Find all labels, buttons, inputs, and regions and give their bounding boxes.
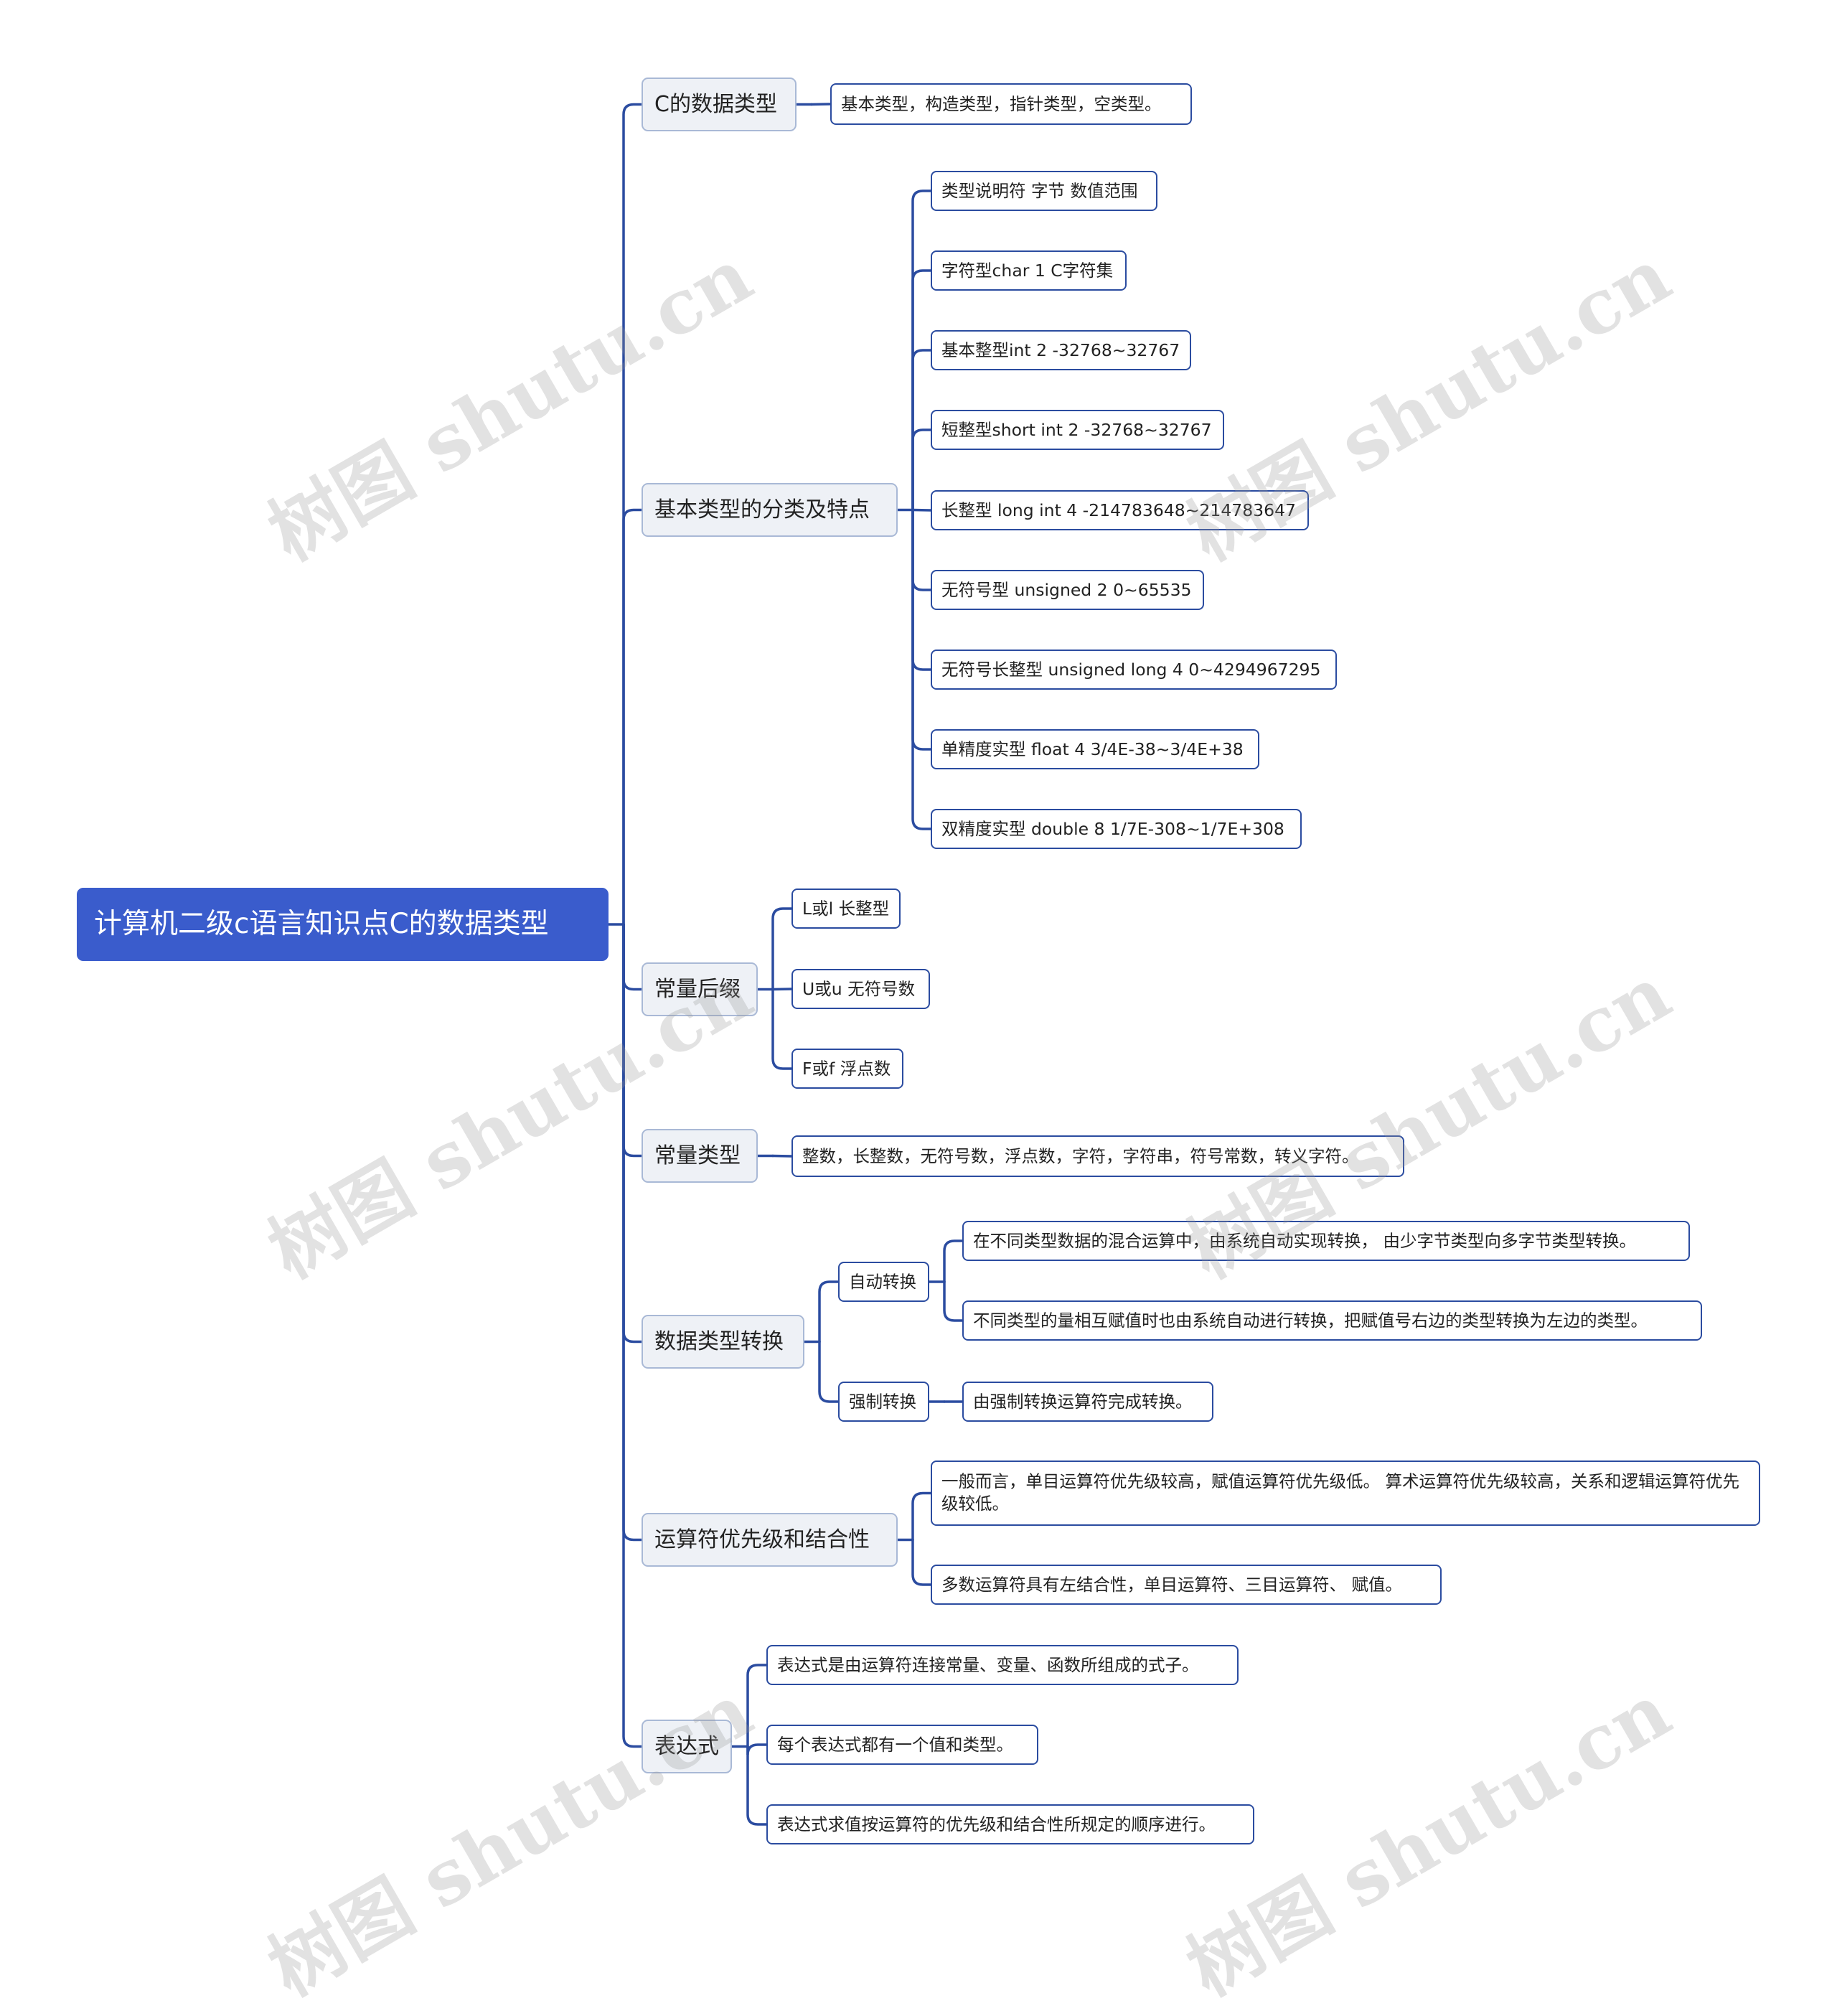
- leaf-char-type[interactable]: 字符型char 1 C字符集: [931, 250, 1127, 291]
- connector-line: [911, 508, 932, 830]
- branch-constant-types[interactable]: 常量类型: [642, 1129, 758, 1183]
- connector-line: [818, 1340, 840, 1403]
- branch-operator-precedence[interactable]: 运算符优先级和结合性: [642, 1513, 898, 1567]
- branch-basic-type-classification[interactable]: 基本类型的分类及特点: [642, 483, 898, 537]
- connector-line: [622, 103, 643, 926]
- leaf-associativity-rule[interactable]: 多数运算符具有左结合性，单目运算符、三目运算符、 赋值。: [931, 1565, 1442, 1605]
- leaf-auto-conversion-mixed[interactable]: 在不同类型数据的混合运算中，由系统自动实现转换， 由少字节类型向多字节类型转换。: [962, 1221, 1690, 1261]
- connector-line: [911, 1538, 932, 1586]
- connector-line: [771, 988, 793, 991]
- leaf-expression-definition[interactable]: 表达式是由运算符连接常量、变量、函数所组成的式子。: [766, 1645, 1239, 1685]
- connector-line: [746, 1664, 768, 1748]
- leaf-precedence-rule[interactable]: 一般而言，单目运算符优先级较高，赋值运算符优先级低。 算术运算符优先级较高，关系…: [931, 1461, 1760, 1526]
- connector-line: [810, 103, 832, 106]
- leaf-suffix-f[interactable]: F或f 浮点数: [791, 1049, 903, 1089]
- connector-lines: [607, 103, 964, 1826]
- node-auto-conversion[interactable]: 自动转换: [838, 1262, 929, 1302]
- connector-line: [622, 923, 643, 1158]
- leaf-suffix-l[interactable]: L或l 长整型: [791, 889, 901, 929]
- leaf-auto-conversion-assign[interactable]: 不同类型的量相互赋值时也由系统自动进行转换，把赋值号右边的类型转换为左边的类型。: [962, 1300, 1702, 1341]
- connector-line: [911, 189, 932, 512]
- branch-type-conversion[interactable]: 数据类型转换: [642, 1315, 804, 1369]
- leaf-suffix-u[interactable]: U或u 无符号数: [791, 969, 930, 1009]
- leaf-long-int-type[interactable]: 长整型 long int 4 -214783648~214783647: [931, 490, 1309, 530]
- leaf-short-int-type[interactable]: 短整型short int 2 -32768~32767: [931, 410, 1224, 450]
- branch-c-data-types[interactable]: C的数据类型: [642, 78, 797, 131]
- connector-line: [771, 907, 793, 991]
- leaf-double-type[interactable]: 双精度实型 double 8 1/7E-308~1/7E+308: [931, 809, 1302, 849]
- connector-line: [771, 1154, 793, 1158]
- connector-line: [622, 923, 643, 1748]
- connector-line: [818, 1280, 840, 1344]
- connector-line: [911, 1491, 932, 1542]
- leaf-type-header[interactable]: 类型说明符 字节 数值范围: [931, 171, 1157, 211]
- connector-line: [943, 1280, 964, 1322]
- connector-line: [746, 1743, 768, 1755]
- connector-line: [622, 923, 643, 1542]
- connector-line: [911, 508, 932, 512]
- root-topic[interactable]: 计算机二级c语言知识点C的数据类型: [77, 888, 609, 961]
- node-forced-conversion[interactable]: 强制转换: [838, 1382, 929, 1422]
- leaf-expression-evaluation[interactable]: 表达式求值按运算符的优先级和结合性所规定的顺序进行。: [766, 1804, 1254, 1844]
- connector-line: [771, 988, 793, 1070]
- connector-line: [943, 1239, 964, 1283]
- leaf-constant-type-list[interactable]: 整数，长整数，无符号数，浮点数，字符，字符串，符号常数，转义字符。: [791, 1135, 1404, 1177]
- leaf-float-type[interactable]: 单精度实型 float 4 3/4E-38~3/4E+38: [931, 729, 1259, 769]
- connector-line: [911, 349, 932, 512]
- connector-line: [622, 508, 643, 926]
- leaf-forced-conversion[interactable]: 由强制转换运算符完成转换。: [962, 1382, 1213, 1422]
- leaf-int-type[interactable]: 基本整型int 2 -32768~32767: [931, 330, 1191, 370]
- connector-line: [911, 428, 932, 512]
- leaf-unsigned-type[interactable]: 无符号型 unsigned 2 0~65535: [931, 570, 1204, 610]
- leaf-c-type-list[interactable]: 基本类型，构造类型，指针类型，空类型。: [830, 83, 1192, 125]
- leaf-expression-value[interactable]: 每个表达式都有一个值和类型。: [766, 1725, 1038, 1765]
- branch-constant-suffix[interactable]: 常量后缀: [642, 962, 758, 1016]
- connector-line: [911, 269, 932, 512]
- leaf-unsigned-long-type[interactable]: 无符号长整型 unsigned long 4 0~4294967295: [931, 650, 1337, 690]
- connector-line: [911, 508, 932, 751]
- branch-expression[interactable]: 表达式: [642, 1720, 732, 1773]
- connector-line: [622, 923, 643, 991]
- connector-line: [911, 508, 932, 591]
- connector-line: [746, 1745, 768, 1826]
